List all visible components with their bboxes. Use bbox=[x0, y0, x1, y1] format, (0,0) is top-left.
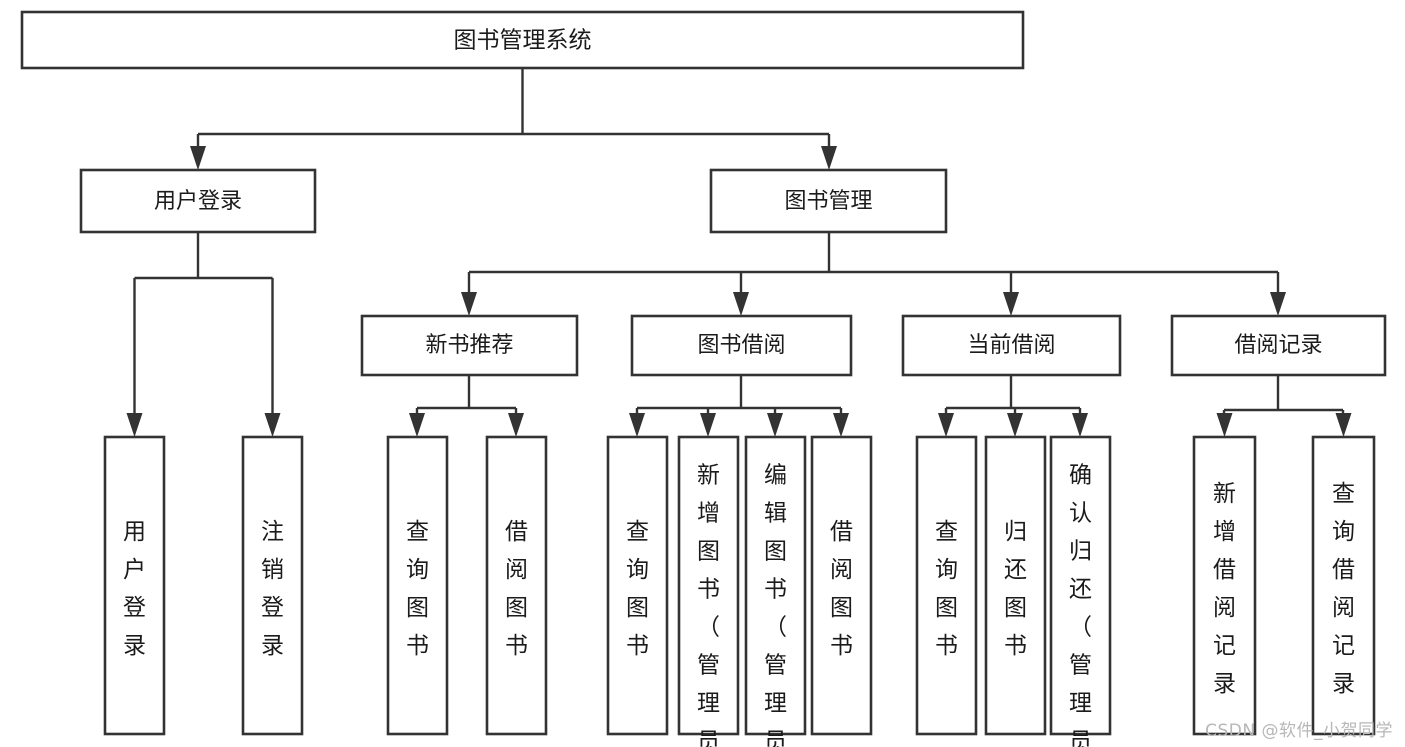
arrow-to-confirm-return-admin bbox=[1072, 413, 1088, 437]
leaf-node[interactable]: 用户登录 bbox=[103, 435, 166, 736]
return-book-leaf-label: 归还图书 bbox=[1004, 519, 1027, 659]
logout-leaf-label: 注销登录 bbox=[261, 519, 284, 659]
node-new-book-recommend[interactable]: 新书推荐 bbox=[360, 314, 579, 377]
root-label: 图书管理系统 bbox=[454, 28, 592, 54]
user-login-leaf-box[interactable] bbox=[103, 435, 166, 736]
borrow-book-newrec-leaf-box[interactable] bbox=[485, 435, 548, 736]
book-borrow-box[interactable] bbox=[630, 314, 853, 377]
current-borrow-label: 当前借阅 bbox=[967, 333, 1055, 358]
root-box[interactable] bbox=[20, 10, 1025, 70]
add-book-admin-leaf-label: 新增图书（管理员） bbox=[697, 463, 720, 747]
borrow-record-label: 借阅记录 bbox=[1234, 333, 1322, 358]
leaf-node[interactable]: 归还图书 bbox=[984, 435, 1047, 736]
leaf-node[interactable]: 编辑图书（管理员） bbox=[744, 435, 807, 747]
arrow-to-add-book-admin bbox=[700, 413, 716, 437]
user-login-box[interactable] bbox=[79, 168, 317, 234]
leaf-node[interactable]: 注销登录 bbox=[241, 435, 304, 736]
leaf-node[interactable]: 查询借阅记录 bbox=[1311, 435, 1376, 736]
arrow-to-edit-book-admin bbox=[767, 413, 783, 437]
borrow-book-leaf-label: 借阅图书 bbox=[830, 519, 853, 659]
node-current-borrow[interactable]: 当前借阅 bbox=[901, 314, 1122, 377]
query-book-newrec-leaf-box[interactable] bbox=[386, 435, 449, 736]
arrow-to-borrow-book-newrec bbox=[508, 413, 524, 437]
borrow-book-leaf-box[interactable] bbox=[810, 435, 873, 736]
query-borrow-record-leaf-label: 查询借阅记录 bbox=[1332, 481, 1355, 697]
connector-layer bbox=[126, 68, 1352, 437]
leaf-node[interactable]: 新增图书（管理员） bbox=[677, 435, 740, 747]
edit-book-admin-leaf-box[interactable] bbox=[744, 435, 807, 736]
arrow-to-user-login bbox=[190, 146, 206, 170]
borrow-book-newrec-leaf-label: 借阅图书 bbox=[505, 519, 528, 659]
new-book-recommend-label: 新书推荐 bbox=[425, 333, 513, 358]
edge-currentborrow-to-leaves bbox=[944, 375, 1082, 417]
query-book-borrow-leaf-box[interactable] bbox=[606, 435, 669, 736]
leaf-node[interactable]: 查询图书 bbox=[915, 435, 978, 736]
arrow-to-add-borrow-record bbox=[1216, 413, 1233, 437]
new-book-recommend-box[interactable] bbox=[360, 314, 579, 377]
arrow-to-logout-leaf bbox=[264, 413, 281, 437]
arrow-to-borrow-record bbox=[1270, 292, 1286, 316]
arrow-to-user-login-leaf bbox=[126, 413, 143, 437]
query-book-current-leaf-box[interactable] bbox=[915, 435, 978, 736]
user-login-leaf-label: 用户登录 bbox=[123, 519, 146, 659]
leaf-node[interactable]: 借阅图书 bbox=[485, 435, 548, 736]
node-borrow-record[interactable]: 借阅记录 bbox=[1170, 314, 1387, 377]
query-book-borrow-leaf-label: 查询图书 bbox=[626, 519, 649, 659]
edge-bookmanage-to-bus bbox=[467, 232, 1280, 296]
arrow-to-new-book-rec bbox=[461, 292, 477, 316]
user-login-label: 用户登录 bbox=[154, 189, 242, 214]
query-borrow-record-leaf-box[interactable] bbox=[1311, 435, 1376, 736]
leaf-node[interactable]: 新增借阅记录 bbox=[1192, 435, 1257, 736]
return-book-leaf-box[interactable] bbox=[984, 435, 1047, 736]
arrow-to-current-borrow bbox=[1003, 292, 1019, 316]
edit-book-admin-leaf-label: 编辑图书（管理员） bbox=[764, 463, 787, 747]
node-book-manage[interactable]: 图书管理 bbox=[709, 168, 948, 234]
confirm-return-admin-leaf-box[interactable] bbox=[1049, 435, 1112, 736]
edge-newbookrec-to-leaves bbox=[415, 375, 518, 417]
leaf-node[interactable]: 借阅图书 bbox=[810, 435, 873, 736]
edge-root-to-bus bbox=[196, 68, 831, 150]
arrow-to-return-book bbox=[1007, 413, 1023, 437]
csdn-watermark: CSDN @软件_小贺同学 bbox=[1205, 721, 1393, 741]
arrow-to-query-borrow-record bbox=[1335, 413, 1352, 437]
add-book-admin-leaf-box[interactable] bbox=[677, 435, 740, 736]
arrow-to-book-borrow bbox=[733, 292, 749, 316]
edge-bookborrow-to-leaves bbox=[635, 375, 843, 417]
borrow-record-box[interactable] bbox=[1170, 314, 1387, 377]
confirm-return-admin-leaf-label: 确认归还（管理员） bbox=[1069, 463, 1092, 747]
book-manage-label: 图书管理 bbox=[784, 189, 872, 214]
arrow-to-query-book-current bbox=[938, 413, 954, 437]
book-borrow-label: 图书借阅 bbox=[697, 333, 785, 358]
leaf-node[interactable]: 查询图书 bbox=[606, 435, 669, 736]
query-book-current-leaf-label: 查询图书 bbox=[935, 519, 958, 659]
query-book-newrec-leaf-label: 查询图书 bbox=[406, 519, 429, 659]
node-book-borrow[interactable]: 图书借阅 bbox=[630, 314, 853, 377]
leaf-node[interactable]: 查询图书 bbox=[386, 435, 449, 736]
arrow-to-book-manage bbox=[821, 146, 837, 170]
arrow-to-borrow-book bbox=[833, 413, 849, 437]
book-manage-box[interactable] bbox=[709, 168, 948, 234]
arrow-to-query-book-borrow bbox=[629, 413, 645, 437]
add-borrow-record-leaf-box[interactable] bbox=[1192, 435, 1257, 736]
edge-borrowrecord-to-leaves bbox=[1222, 375, 1345, 417]
node-user-login[interactable]: 用户登录 bbox=[79, 168, 317, 234]
logout-leaf-box[interactable] bbox=[241, 435, 304, 736]
edge-userlogin-to-bus bbox=[133, 232, 274, 417]
leaf-node[interactable]: 确认归还（管理员） bbox=[1049, 435, 1112, 747]
add-borrow-record-leaf-label: 新增借阅记录 bbox=[1213, 481, 1236, 697]
node-root[interactable]: 图书管理系统 bbox=[20, 10, 1025, 70]
leaf-layer: 用户登录 注销登录 查询图书 借阅图书 查询图书 新增图书（管理员） 编辑图书（管理员） 借阅… bbox=[103, 435, 1376, 747]
current-borrow-box[interactable] bbox=[901, 314, 1122, 377]
arrow-to-query-book-newrec bbox=[409, 413, 425, 437]
